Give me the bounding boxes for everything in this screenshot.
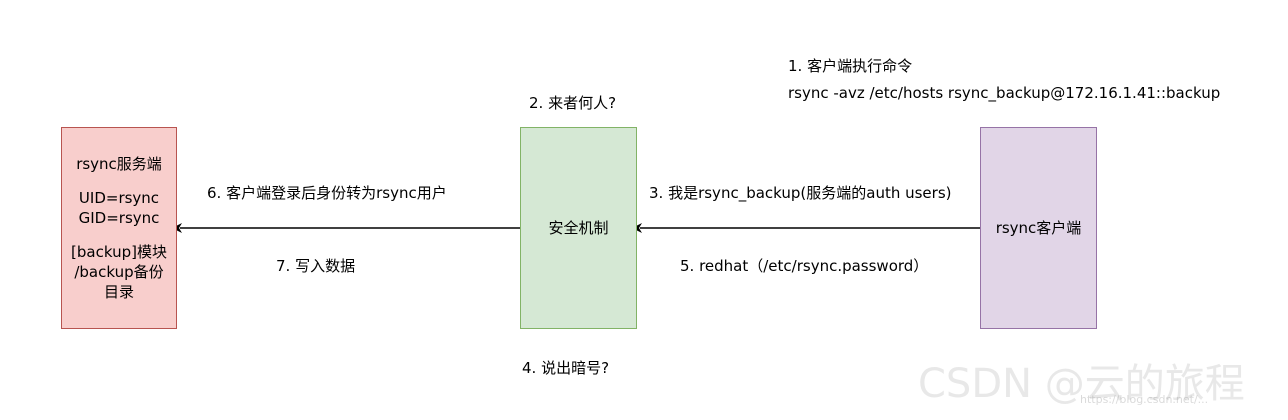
step7-label: 7. 写入数据 xyxy=(276,257,356,275)
security-label: 安全机制 xyxy=(548,219,609,237)
step4-label: 4. 说出暗号? xyxy=(522,359,610,377)
csdn-watermark: CSDN @云的旅程 xyxy=(918,361,1245,407)
server-gid: GID=rsync xyxy=(78,209,160,227)
step1-command: rsync -avz /etc/hosts rsync_backup@172.1… xyxy=(788,84,1221,102)
step2-label: 2. 来者何人? xyxy=(529,94,617,112)
rsync-client-node: rsync客户端 xyxy=(980,127,1097,329)
step6-label: 6. 客户端登录后身份转为rsync用户 xyxy=(207,184,447,202)
security-mechanism-node: 安全机制 xyxy=(520,127,637,329)
rsync-server-node: rsync服务端 UID=rsync GID=rsync [backup]模块 … xyxy=(61,127,177,329)
server-dir-line2: 目录 xyxy=(103,283,134,301)
server-uid: UID=rsync xyxy=(78,189,160,207)
step5-label: 5. redhat（/etc/rsync.password） xyxy=(680,257,929,275)
step1-title: 1. 客户端执行命令 xyxy=(788,57,913,75)
server-title: rsync服务端 xyxy=(76,155,162,173)
server-module: [backup]模块 xyxy=(71,243,167,261)
step3-label: 3. 我是rsync_backup(服务端的auth users) xyxy=(649,184,952,202)
csdn-watermark-url: https://blog.csdn.net/... xyxy=(1080,393,1209,406)
client-label: rsync客户端 xyxy=(995,219,1082,237)
server-dir-line1: /backup备份 xyxy=(74,263,164,281)
